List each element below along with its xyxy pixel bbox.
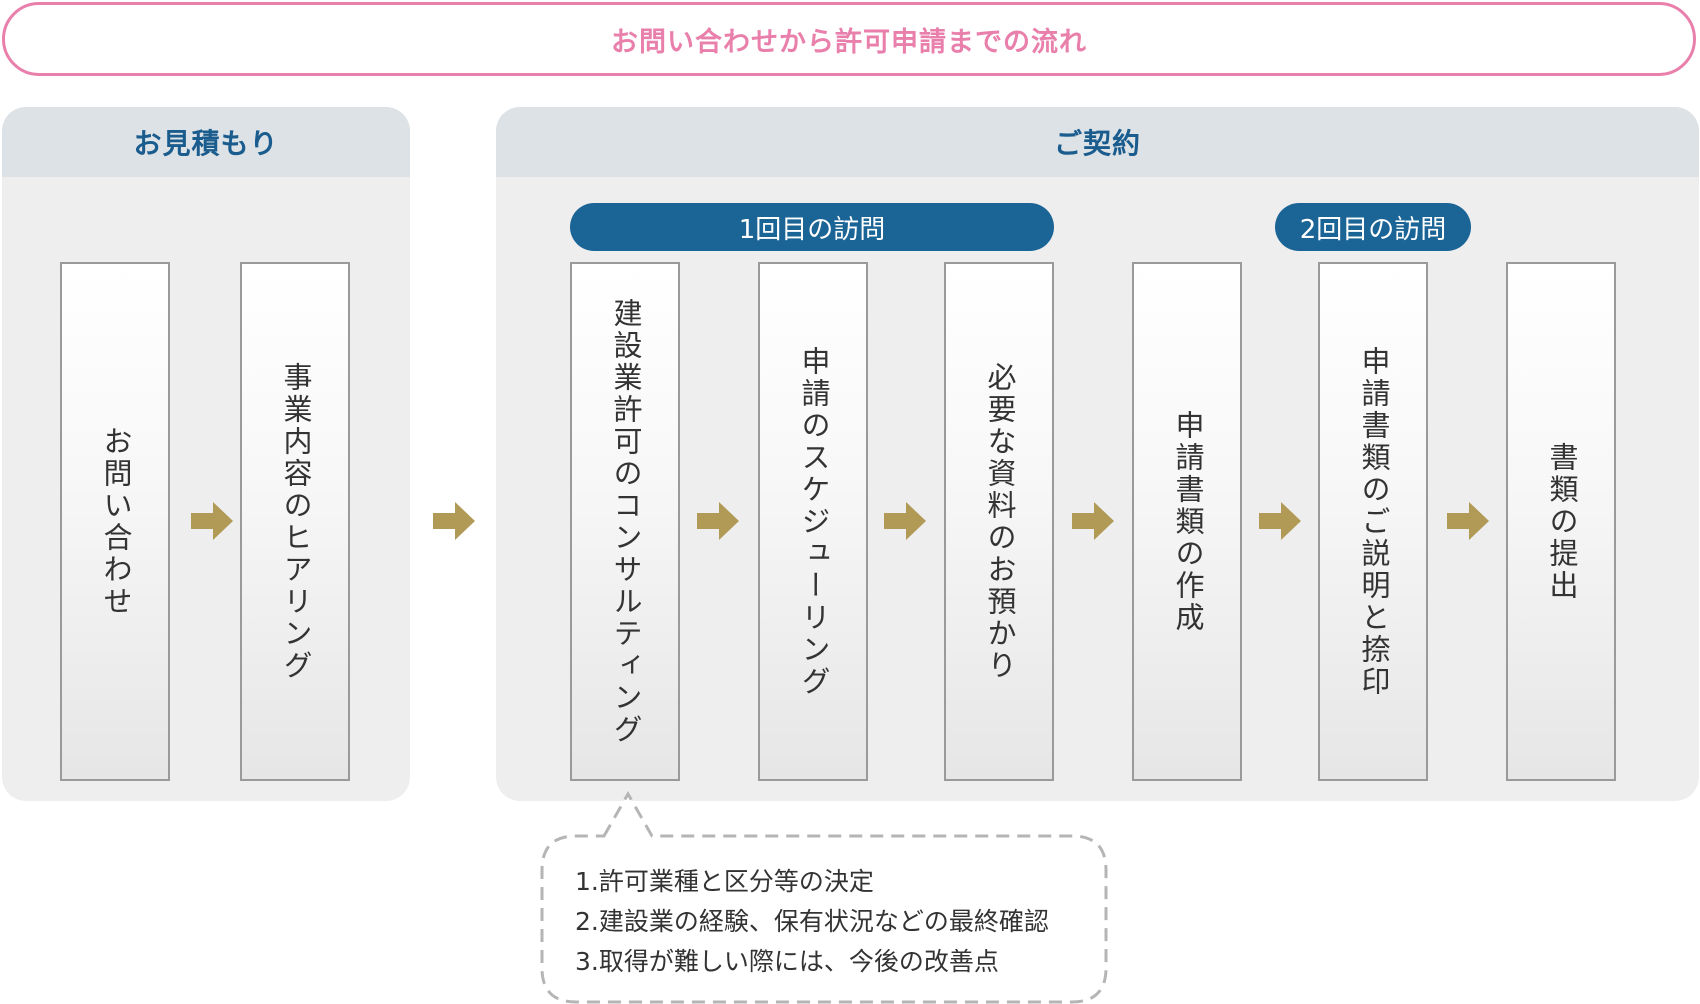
flow-title-banner: お問い合わせから許可申請までの流れ	[2, 2, 1696, 76]
second-visit-badge: 2回目の訪問	[1275, 203, 1471, 251]
right-arrow-icon	[697, 502, 739, 540]
step-submission-label: 書類の提出	[1544, 441, 1579, 602]
consulting-detail-item: 3.取得が難しい際には、今後の改善点	[575, 947, 999, 976]
consulting-detail-item: 1.許可業種と区分等の決定	[575, 867, 874, 896]
right-arrow-icon	[884, 502, 926, 540]
right-arrow-icon	[191, 502, 233, 540]
step-business-hearing: 事業内容のヒアリング	[240, 262, 350, 781]
step-business-hearing-label: 事業内容のヒアリング	[278, 361, 313, 682]
step-submission: 書類の提出	[1506, 262, 1616, 781]
step-inquiry: お問い合わせ	[60, 262, 170, 781]
step-application-scheduling: 申請のスケジューリング	[758, 262, 868, 781]
step-license-consulting-label: 建設業許可のコンサルティング	[608, 297, 643, 746]
step-document-collection: 必要な資料のお預かり	[944, 262, 1054, 781]
step-license-consulting: 建設業許可のコンサルティング	[570, 262, 680, 781]
right-arrow-icon	[1072, 502, 1114, 540]
phase-estimate-header: お見積もり	[2, 107, 410, 177]
right-arrow-icon	[1259, 502, 1301, 540]
consulting-details-callout	[540, 790, 1108, 1004]
step-document-preparation-label: 申請書類の作成	[1170, 409, 1205, 634]
step-explanation-and-seal-label: 申請書類のご説明と捺印	[1356, 345, 1391, 698]
phase-contract-title: ご契約	[1053, 127, 1141, 160]
right-arrow-icon	[433, 502, 475, 540]
phase-contract-header: ご契約	[496, 107, 1699, 177]
phase-estimate-title: お見積もり	[133, 127, 279, 160]
step-document-preparation: 申請書類の作成	[1132, 262, 1242, 781]
first-visit-badge: 1回目の訪問	[570, 203, 1054, 251]
consulting-details-list: 1.許可業種と区分等の決定 2.建設業の経験、保有状況などの最終確認 3.取得が…	[575, 862, 1049, 982]
flow-title: お問い合わせから許可申請までの流れ	[611, 26, 1087, 58]
step-inquiry-label: お問い合わせ	[98, 425, 133, 618]
step-document-collection-label: 必要な資料のお預かり	[982, 361, 1017, 682]
consulting-detail-item: 2.建設業の経験、保有状況などの最終確認	[575, 907, 1049, 936]
step-application-scheduling-label: 申請のスケジューリング	[796, 345, 831, 698]
right-arrow-icon	[1447, 502, 1489, 540]
step-explanation-and-seal: 申請書類のご説明と捺印	[1318, 262, 1428, 781]
